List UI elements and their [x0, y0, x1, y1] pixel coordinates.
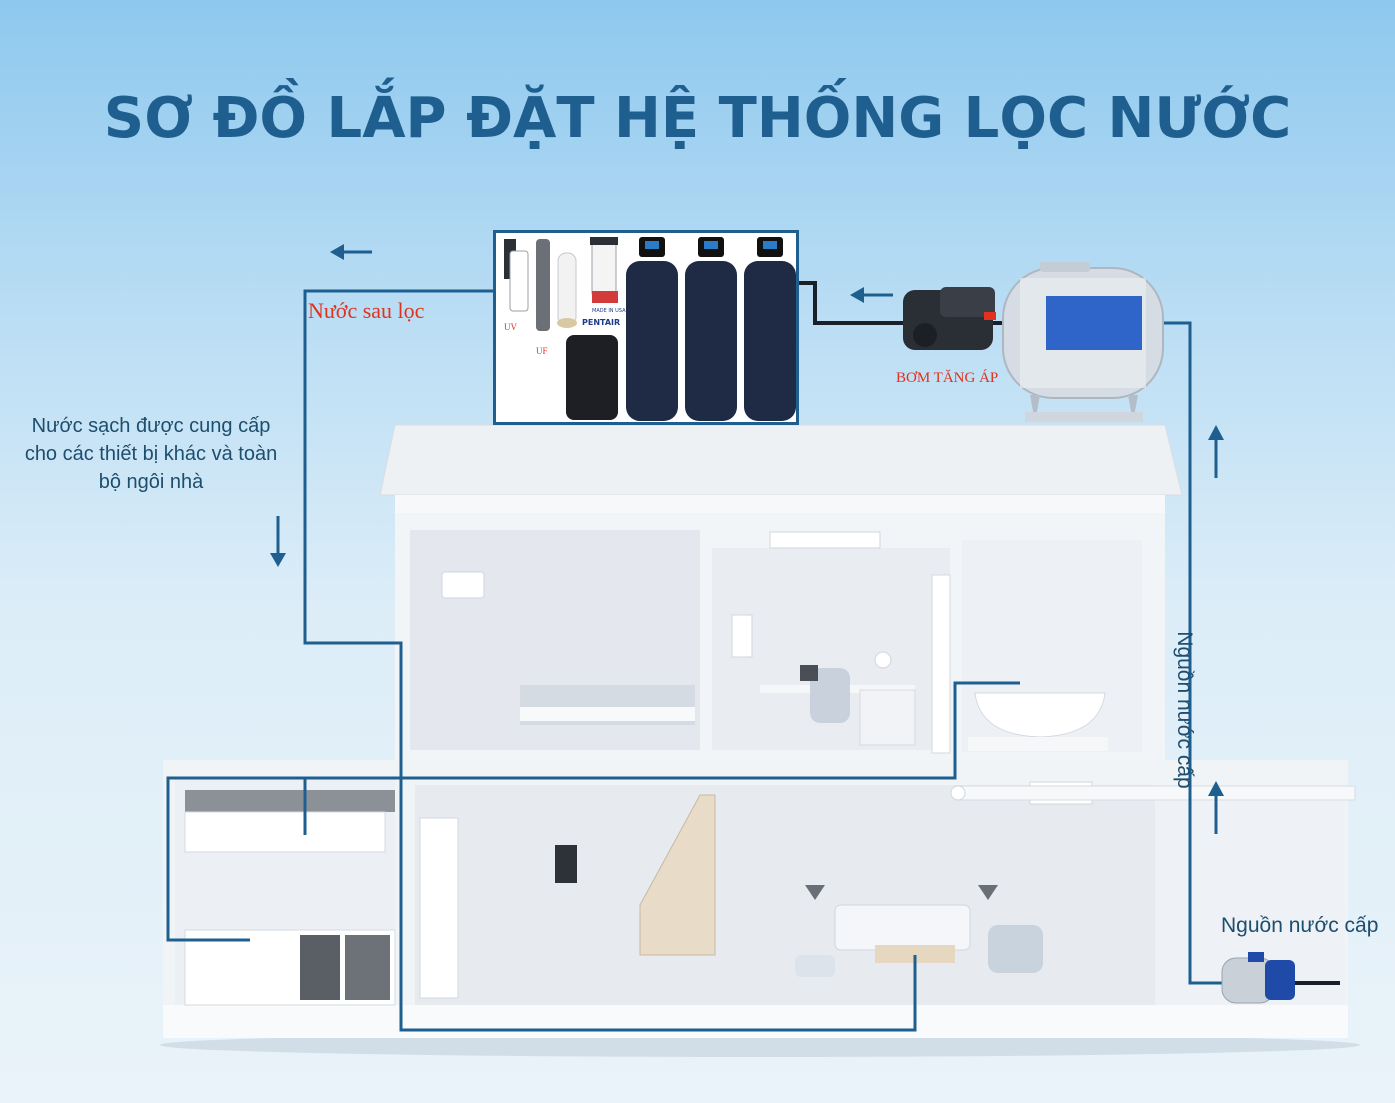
- roof: [379, 424, 1183, 496]
- arrow-left-top: [330, 244, 372, 260]
- chair: [810, 668, 850, 723]
- filter-tank-3: [744, 237, 796, 421]
- pump-to-filter-pipe: [799, 281, 905, 325]
- arrow-left-pump: [850, 287, 893, 303]
- range-hood: [185, 790, 395, 812]
- upper-branch-pipe: [401, 681, 1020, 780]
- source-label: Nguồn nước cấp: [1221, 914, 1379, 937]
- source-pump: [1221, 952, 1295, 1004]
- house-shadow: [160, 1033, 1360, 1057]
- laptop: [800, 665, 818, 681]
- kitchen-pipe: [166, 776, 401, 942]
- drawer: [859, 689, 916, 746]
- flow-arrows: [270, 244, 1224, 834]
- bed-sheet: [520, 707, 695, 721]
- clean-supply-label: Nước sạch được cung cấp cho các thiết bị…: [24, 415, 278, 493]
- bath-door: [931, 574, 951, 754]
- ottoman: [795, 955, 835, 977]
- ceiling-vent: [769, 531, 881, 549]
- bathtub: [974, 692, 1106, 738]
- uf-label: UF: [536, 346, 548, 356]
- water-dispenser: [555, 845, 577, 883]
- tank-label-plate: [1046, 296, 1142, 350]
- lamp-left: [805, 885, 825, 900]
- roof-eave: [395, 495, 1165, 513]
- lamp-right: [978, 885, 998, 900]
- bath-platform: [968, 737, 1108, 751]
- coffee-table: [875, 945, 955, 963]
- living-room: [415, 785, 1155, 1005]
- air-conditioner: [441, 571, 485, 599]
- housing-cap: [590, 237, 618, 245]
- armchair: [988, 925, 1043, 973]
- uf-membrane-icon: [536, 239, 550, 331]
- inlet-pipe: [954, 785, 1356, 801]
- source-pipe: [1145, 321, 1230, 985]
- booster-pump-label: BƠM TĂNG ÁP: [896, 370, 999, 386]
- uv-label: UV: [504, 322, 517, 332]
- filter-tank-2: [685, 237, 737, 421]
- pipe-network: [166, 289, 1230, 1032]
- foundation: [163, 1005, 1348, 1038]
- oven: [345, 935, 390, 1000]
- uv-housing: [509, 250, 529, 312]
- source-vertical-label: Nguồn nước cấp: [1173, 631, 1196, 789]
- reservoir-icon: [566, 335, 618, 420]
- sofa: [834, 904, 971, 951]
- filter-housing-icon: [591, 238, 617, 298]
- arrow-up-right-bottom: [1208, 781, 1224, 834]
- main-supply-pipe: [303, 289, 917, 1032]
- arrow-down-left: [270, 516, 286, 567]
- filter-tank-1: [626, 237, 678, 421]
- filter-equipment: UV UF MADE IN USA PENTAIR: [504, 237, 796, 421]
- living-door: [419, 817, 459, 999]
- brand-label: PENTAIR: [582, 318, 620, 327]
- kitchen-appliance: [300, 935, 340, 1000]
- flag-text: MADE IN USA: [592, 308, 626, 314]
- booster-pump: [903, 287, 996, 350]
- pipe-valve: [950, 785, 966, 801]
- cartridge-icon: [557, 252, 577, 326]
- water-tank: [1002, 262, 1164, 422]
- cartridge-cap: [557, 318, 577, 328]
- filter-system-box: UV UF MADE IN USA PENTAIR: [493, 230, 799, 425]
- usa-flag-icon: [592, 291, 618, 303]
- desk-lamp: [874, 651, 892, 669]
- page-title: SƠ ĐỒ LẮP ĐẶT HỆ THỐNG LỌC NƯỚC: [103, 86, 1292, 151]
- arrow-up-right-top: [1208, 425, 1224, 478]
- kitchen-cabinet: [184, 811, 386, 853]
- staircase: [639, 794, 716, 956]
- wall-panel: [731, 614, 753, 658]
- after-filter-label: Nước sau lọc: [308, 298, 425, 323]
